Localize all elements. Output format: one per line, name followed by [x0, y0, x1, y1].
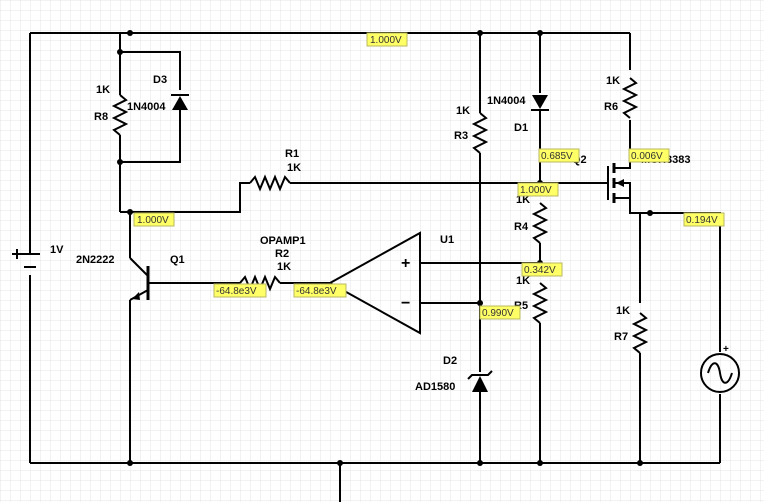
- r6-value: 1K: [606, 75, 620, 87]
- sine-wave-icon: [707, 362, 733, 384]
- d1-triangle: [532, 95, 548, 109]
- r4-value: 1K: [516, 194, 530, 206]
- probe-value: 0.194V: [686, 215, 718, 226]
- probe-d2-node[interactable]: 0.990V: [479, 305, 521, 320]
- junction-dot: [127, 460, 133, 466]
- r7-wire: [629, 203, 641, 463]
- r4-name: R4: [514, 221, 529, 233]
- q1-part: 2N2222: [76, 254, 115, 266]
- r8-name: R8: [94, 111, 108, 123]
- d2-part: AD1580: [415, 381, 455, 393]
- ac-source-polarity: +: [723, 344, 729, 355]
- r5-value: 1K: [516, 275, 530, 287]
- probe-value: 1.000V: [137, 215, 169, 226]
- battery-plus-sign: [12, 249, 22, 259]
- r2-resistor[interactable]: OPAMP1 R2 1K: [239, 235, 306, 292]
- junction-dot: [537, 460, 543, 466]
- probe-q1-collector[interactable]: 1.000V: [133, 212, 175, 227]
- r8-value: 1K: [96, 84, 110, 96]
- probe-value: -64.8e3V: [216, 286, 257, 297]
- probe-value: 0.342V: [524, 265, 556, 276]
- junction-dot: [127, 30, 133, 36]
- r8-d3-wire: [119, 33, 181, 212]
- u1-plus-sign: +: [401, 255, 410, 272]
- d3-diode[interactable]: D3 1N4004: [127, 74, 189, 113]
- battery-value: 1V: [50, 244, 64, 256]
- junction-dot: [477, 30, 483, 36]
- ac-source[interactable]: +: [700, 344, 740, 393]
- r2-ref: OPAMP1: [260, 235, 306, 247]
- junction-dot: [647, 210, 653, 216]
- probe-d1-cathode[interactable]: 0.685V: [538, 148, 580, 163]
- junction-dot: [537, 30, 543, 36]
- d2-triangle: [472, 376, 488, 392]
- r3-resistor[interactable]: 1K R3: [454, 105, 489, 154]
- junction-dot: [117, 49, 123, 55]
- u1-opamp[interactable]: + − U1: [327, 231, 454, 335]
- junction-dot: [117, 159, 123, 165]
- probe-r2-input[interactable]: -64.8e3V: [293, 283, 347, 298]
- junction-dot: [337, 460, 343, 466]
- probe-top-rail[interactable]: 1.000V: [366, 32, 408, 47]
- r2-name: R2: [275, 248, 289, 260]
- d2-zener[interactable]: D2 AD1580: [415, 355, 493, 393]
- r4-resistor[interactable]: 1K R4: [514, 194, 549, 244]
- u1-minus-sign: −: [401, 295, 410, 312]
- voltage-probes: 1.000V 1.000V -64.8e3V -64.8e3V 0.685V 1…: [133, 32, 725, 320]
- ac-source-circle: [700, 353, 740, 393]
- r7-value: 1K: [616, 305, 630, 317]
- probe-value: 0.006V: [631, 151, 663, 162]
- d1-diode[interactable]: 1N4004 D1: [487, 95, 549, 134]
- r6-name: R6: [604, 101, 618, 113]
- u1-name: U1: [440, 234, 454, 246]
- probe-value: 1.000V: [520, 185, 552, 196]
- r7-name: R7: [614, 331, 628, 343]
- r4-zigzag: [531, 202, 549, 244]
- q2-arrow: [616, 179, 624, 187]
- r6-resistor[interactable]: 1K R6: [604, 75, 639, 119]
- probe-r4-r5[interactable]: 0.342V: [521, 262, 563, 277]
- r6-zigzag: [621, 77, 639, 119]
- d3-part: 1N4004: [127, 101, 166, 113]
- r3-zigzag: [471, 112, 489, 154]
- r1-value: 1K: [287, 162, 301, 174]
- q1-transistor[interactable]: 2N2222 Q1: [76, 254, 185, 301]
- junction-dot: [477, 460, 483, 466]
- r1-name: R1: [285, 148, 299, 160]
- r2-value: 1K: [277, 261, 291, 273]
- probe-q2-drain[interactable]: 0.006V: [628, 148, 670, 163]
- probe-value: 0.990V: [482, 308, 514, 319]
- q1-name: Q1: [170, 254, 185, 266]
- r1-resistor[interactable]: R1 1K: [249, 148, 301, 192]
- r7-zigzag: [631, 312, 649, 354]
- junction-dot: [477, 300, 483, 306]
- probe-q2-gate[interactable]: 1.000V: [517, 182, 559, 197]
- junction-dot: [637, 460, 643, 466]
- r3-name: R3: [454, 130, 468, 142]
- r5-zigzag: [531, 282, 549, 324]
- junction-dot: [127, 209, 133, 215]
- q1-emitter-arrow: [132, 292, 140, 300]
- d1-name: D1: [514, 122, 528, 134]
- probe-value: 1.000V: [370, 35, 402, 46]
- probe-value: -64.8e3V: [296, 286, 337, 297]
- d1-part: 1N4004: [487, 95, 526, 107]
- r8-zigzag: [111, 94, 129, 136]
- battery-symbol[interactable]: 1V: [12, 244, 64, 268]
- probe-value: 0.685V: [541, 151, 573, 162]
- d2-bar: [467, 370, 493, 380]
- d3-name: D3: [153, 74, 167, 86]
- r1-zigzag: [249, 174, 291, 192]
- r8-resistor[interactable]: 1K R8: [94, 84, 129, 136]
- r7-resistor[interactable]: 1K R7: [614, 305, 649, 354]
- r3-value: 1K: [456, 105, 470, 117]
- probe-q2-source[interactable]: 0.194V: [683, 212, 725, 227]
- probe-opamp-out[interactable]: -64.8e3V: [213, 283, 267, 298]
- d2-name: D2: [443, 355, 457, 367]
- u1-triangle: [327, 231, 421, 335]
- d3-triangle: [172, 96, 188, 110]
